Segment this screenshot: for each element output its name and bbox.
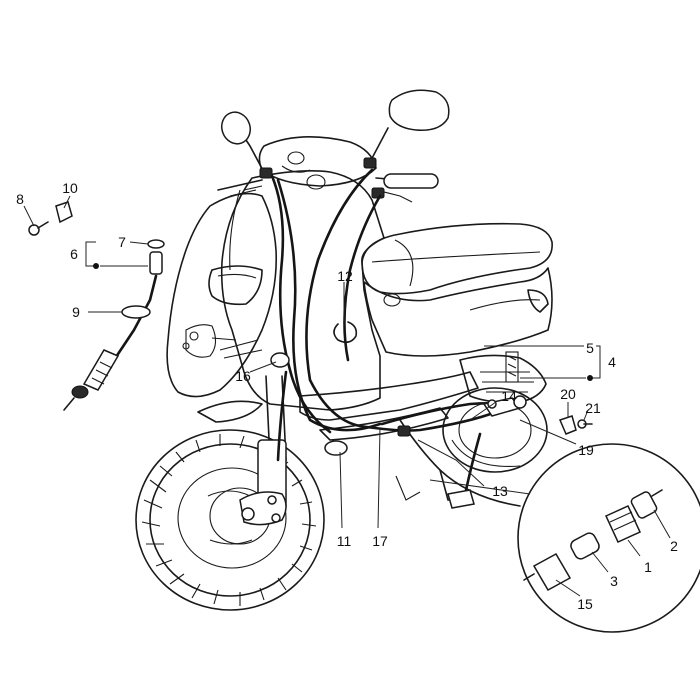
- speedometer-cable-parts: [28, 201, 165, 411]
- leader-lines: [23, 195, 671, 597]
- screw-8-part: [28, 221, 49, 236]
- ring-clip-12: [333, 321, 358, 344]
- clip-10-part: [55, 201, 73, 224]
- callout-12: 12: [337, 268, 353, 284]
- handlebar-assembly: [217, 89, 450, 203]
- callout-11: 11: [337, 533, 352, 549]
- callout-3: 3: [610, 573, 618, 589]
- bracket-4-group: [484, 345, 601, 381]
- callout-15: 15: [577, 596, 593, 612]
- detail-inset: [429, 443, 700, 633]
- bracket-6-group: [85, 241, 149, 269]
- callout-13: 13: [492, 483, 508, 499]
- callout-17: 17: [372, 533, 388, 549]
- callout-6: 6: [70, 246, 78, 262]
- callout-5: 5: [586, 340, 594, 356]
- washer-7-part: [147, 239, 165, 249]
- callout-19: 19: [578, 442, 594, 458]
- callout-labels: 1 2 3 4 5 6 7 8 9 10 11 12 13 14 15 16 1…: [16, 180, 678, 612]
- parts-20-21: [558, 415, 593, 435]
- callout-2: 2: [670, 538, 678, 554]
- callout-10: 10: [62, 180, 78, 196]
- callout-7: 7: [118, 234, 126, 250]
- connector-2-part: [630, 489, 663, 519]
- connector-1-part: [605, 505, 641, 543]
- grommet-9-part: [121, 305, 151, 319]
- callout-4: 4: [608, 354, 616, 370]
- callout-8: 8: [16, 191, 24, 207]
- callout-9: 9: [72, 304, 80, 320]
- body-panels: [166, 170, 553, 507]
- sleeve-15-part: [523, 552, 572, 592]
- sleeve-3-part: [570, 532, 600, 560]
- scooter-illustration: [135, 89, 553, 611]
- callout-1: 1: [644, 559, 652, 575]
- front-wheel: [135, 375, 325, 611]
- callout-16: 16: [235, 368, 251, 384]
- callout-20: 20: [560, 386, 576, 402]
- callout-14: 14: [501, 388, 517, 404]
- callout-21: 21: [585, 400, 601, 416]
